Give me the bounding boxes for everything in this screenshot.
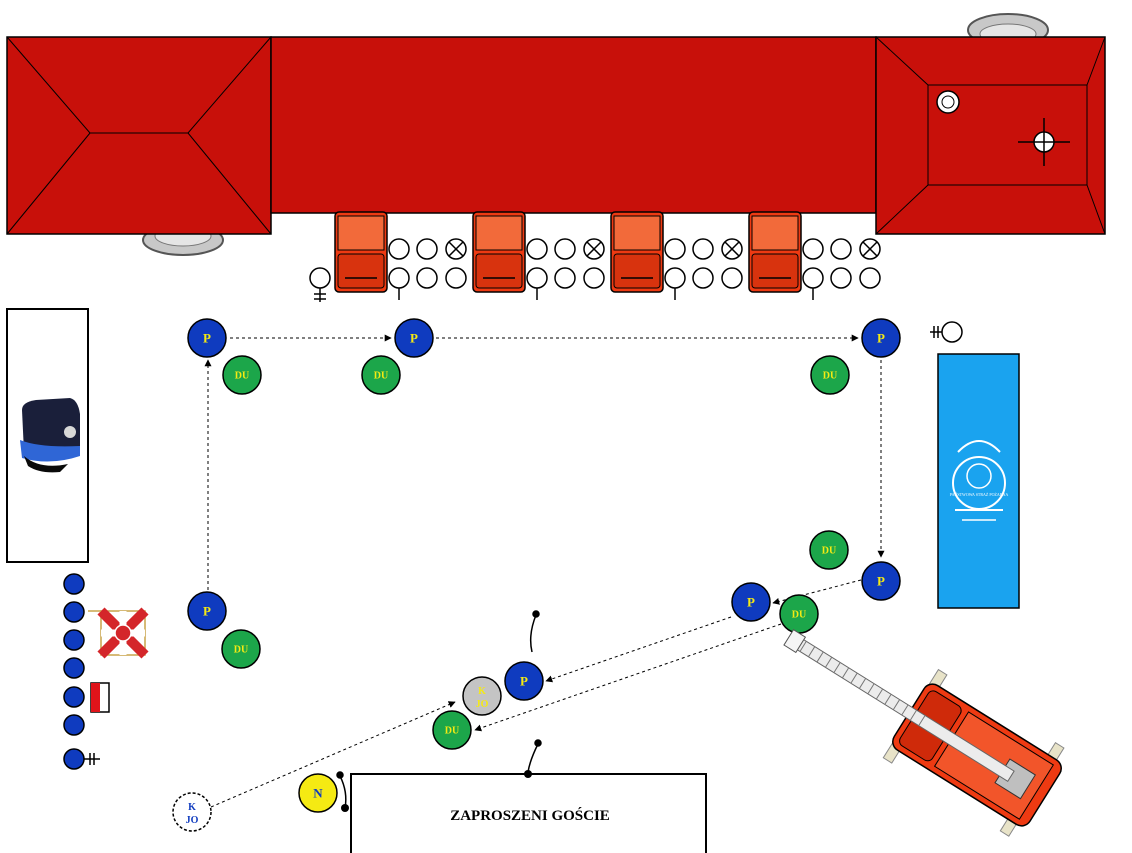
crew-position xyxy=(665,268,685,288)
p-marker: P xyxy=(188,319,226,357)
guard-position xyxy=(64,715,84,735)
du-marker-label: DU xyxy=(374,371,388,382)
crew-position xyxy=(446,268,466,288)
p-marker-label: P xyxy=(747,595,755,610)
fire-truck-icon xyxy=(749,212,801,292)
n-marker: N xyxy=(299,774,337,812)
du-marker: DU xyxy=(223,356,261,394)
crew-position xyxy=(389,239,409,259)
p-marker-label: P xyxy=(410,331,418,346)
du-marker: DU xyxy=(811,356,849,394)
du-marker-label: DU xyxy=(792,610,806,621)
crew-position xyxy=(584,268,604,288)
p-marker: P xyxy=(862,319,900,357)
guard-position xyxy=(64,574,84,594)
fire-truck-icon xyxy=(335,212,387,292)
crew-position xyxy=(693,268,713,288)
psp-emblem-icon: PAŃSTWOWA STRAŻ POŻARNA xyxy=(938,354,1019,608)
guests-area: ZAPROSZENI GOŚCIE xyxy=(341,770,706,853)
guests-label: ZAPROSZENI GOŚCIE xyxy=(450,807,610,824)
kjo-start-marker: K JO xyxy=(173,793,211,831)
crew-position xyxy=(527,268,547,288)
kjo-k-label: K xyxy=(478,686,486,697)
du-marker: DU xyxy=(362,356,400,394)
crew-position xyxy=(942,322,962,342)
kjo-jo-label: JO xyxy=(476,699,489,710)
crew-position xyxy=(722,268,742,288)
svg-text:PAŃSTWOWA STRAŻ POŻARNA: PAŃSTWOWA STRAŻ POŻARNA xyxy=(950,492,1009,497)
kjo-k-label: K xyxy=(188,802,196,813)
crew-position xyxy=(860,268,880,288)
march-route xyxy=(208,338,881,807)
guard-position xyxy=(64,658,84,678)
guard-position xyxy=(64,687,84,707)
p-marker: P xyxy=(395,319,433,357)
p-marker: P xyxy=(732,583,770,621)
flag-banner-small-icon xyxy=(91,683,109,712)
du-marker-label: DU xyxy=(234,645,248,656)
crew-position xyxy=(803,268,823,288)
du-marker: DU xyxy=(780,595,818,633)
du-marker: DU xyxy=(433,711,471,749)
p-marker-label: P xyxy=(203,331,211,346)
crew-position xyxy=(803,239,823,259)
guard-position xyxy=(64,602,84,622)
du-marker-label: DU xyxy=(822,546,836,557)
crew-position xyxy=(831,268,851,288)
du-marker: DU xyxy=(222,630,260,668)
kjo-jo-label: JO xyxy=(186,815,199,826)
guard-position xyxy=(64,749,84,769)
crew-position xyxy=(665,239,685,259)
du-marker-label: DU xyxy=(823,371,837,382)
crew-position xyxy=(527,239,547,259)
crew-position xyxy=(310,268,330,288)
kjo-marker: K JO xyxy=(463,677,501,715)
unit-flag-icon xyxy=(88,611,145,655)
du-marker: DU xyxy=(810,531,848,569)
fire-station-building-icon xyxy=(7,14,1105,255)
n-marker-label: N xyxy=(313,786,323,801)
p-marker-label: P xyxy=(203,604,211,619)
p-marker-label: P xyxy=(877,331,885,346)
crew-position-crossed xyxy=(860,239,880,259)
p-marker: P xyxy=(188,592,226,630)
crew-position xyxy=(417,268,437,288)
p-marker-label: P xyxy=(520,674,528,689)
fire-truck-icon xyxy=(611,212,663,292)
crew-position xyxy=(693,239,713,259)
crew-position xyxy=(555,239,575,259)
crew-position xyxy=(389,268,409,288)
crew-position xyxy=(831,239,851,259)
p-marker-label: P xyxy=(877,574,885,589)
crew-position xyxy=(555,268,575,288)
crew-position-crossed xyxy=(722,239,742,259)
fire-truck-icon xyxy=(473,212,525,292)
du-marker-label: DU xyxy=(235,371,249,382)
guard-position xyxy=(64,630,84,650)
crew-position-crossed xyxy=(584,239,604,259)
crew-position xyxy=(417,239,437,259)
p-marker: P xyxy=(862,562,900,600)
crew-position-crossed xyxy=(446,239,466,259)
du-marker-label: DU xyxy=(445,726,459,737)
p-marker: P xyxy=(505,662,543,700)
